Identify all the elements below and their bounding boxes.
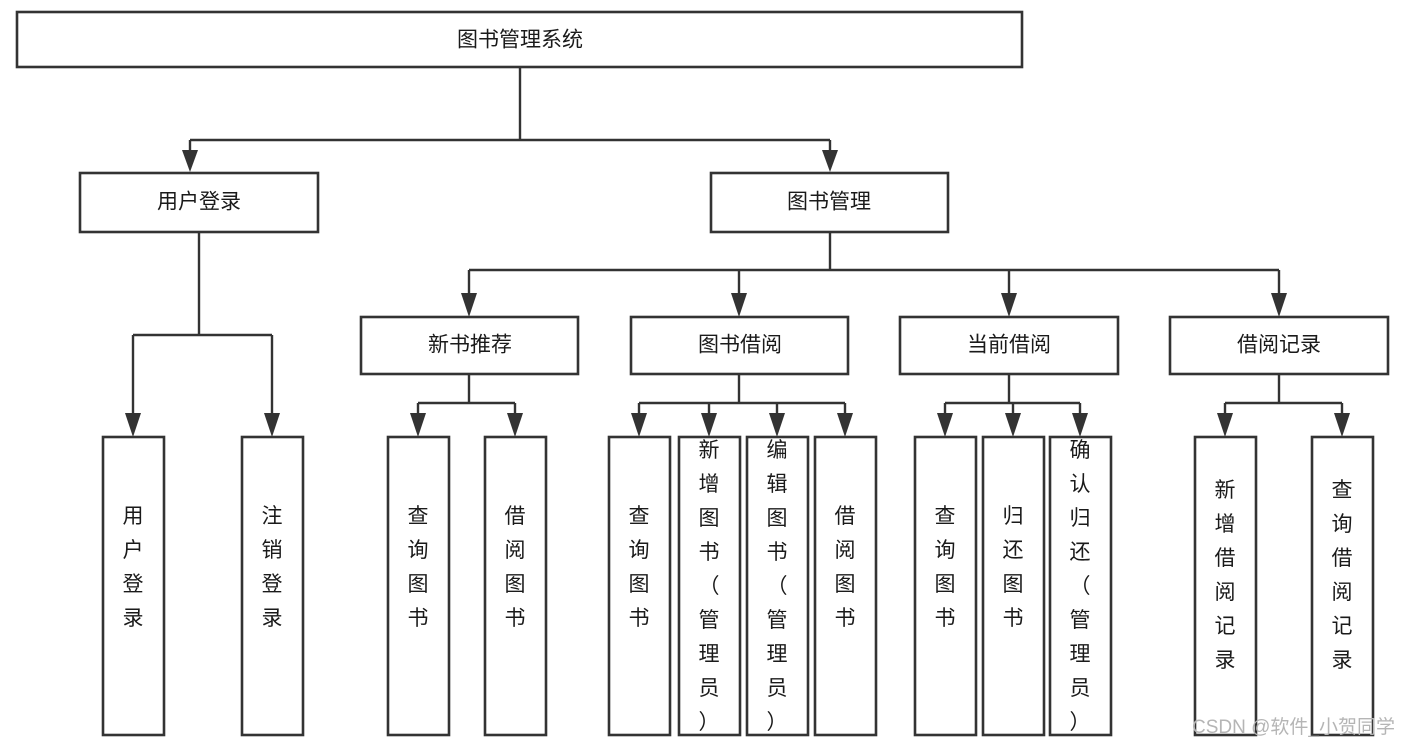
- leaf-recommend-borrow-book-box[interactable]: [483, 435, 548, 737]
- leaf-user-login-box[interactable]: [101, 435, 166, 737]
- leaf-borrow-query-book[interactable]: 查询图书: [607, 435, 672, 737]
- leaf-borrow-add-book-box[interactable]: [677, 435, 742, 737]
- leaf-borrow-edit-book-box[interactable]: [745, 435, 810, 737]
- node-current-borrow-box[interactable]: [898, 315, 1120, 376]
- leaf-current-return-book-box[interactable]: [981, 435, 1046, 737]
- arrow-to-leaf-logout: [264, 413, 280, 437]
- arrow-to-borrow-record: [1271, 293, 1287, 317]
- leaf-current-confirm-return[interactable]: 确认归还（管理员）: [1048, 435, 1113, 737]
- node-book-management[interactable]: 图书管理: [709, 171, 950, 234]
- leaf-current-return-book[interactable]: 归还图书: [981, 435, 1046, 737]
- arrow-to-new-book-recommend: [461, 293, 477, 317]
- arrow-to-book-borrow: [731, 293, 747, 317]
- node-book-borrow[interactable]: 图书借阅: [629, 315, 850, 376]
- node-new-book-recommend-box[interactable]: [359, 315, 580, 376]
- arrow-to-leaf-query-book-current: [937, 413, 953, 437]
- arrow-to-leaf-edit-book: [769, 413, 785, 437]
- leaf-borrow-borrow-book[interactable]: 借阅图书: [813, 435, 878, 737]
- leaf-user-login[interactable]: 用户登录: [101, 435, 166, 737]
- leaf-record-query-box[interactable]: [1310, 435, 1375, 737]
- arrow-to-leaf-query-book-borrow: [631, 413, 647, 437]
- leaf-recommend-borrow-book[interactable]: 借阅图书: [483, 435, 548, 737]
- arrow-to-leaf-user-login: [125, 413, 141, 437]
- leaf-borrow-query-book-label: 查询图书: [629, 505, 650, 630]
- node-book-management-box[interactable]: [709, 171, 950, 234]
- node-root-system-box[interactable]: [15, 10, 1024, 69]
- leaf-record-add-box[interactable]: [1193, 435, 1258, 737]
- node-borrow-record-box[interactable]: [1168, 315, 1390, 376]
- leaf-recommend-query-book-box[interactable]: [386, 435, 451, 737]
- arrow-root-to-book-mgmt: [822, 150, 838, 172]
- arrow-to-current-borrow: [1001, 293, 1017, 317]
- node-book-management-label: 图书管理: [787, 191, 871, 214]
- arrow-to-leaf-query-record: [1334, 413, 1350, 437]
- arrow-to-leaf-query-book-recommend: [410, 413, 426, 437]
- node-user-login-box[interactable]: [78, 171, 320, 234]
- node-borrow-record[interactable]: 借阅记录: [1168, 315, 1390, 376]
- arrow-to-leaf-return-book: [1005, 413, 1021, 437]
- node-book-borrow-box[interactable]: [629, 315, 850, 376]
- node-user-login-label: 用户登录: [157, 191, 241, 214]
- leaf-record-add-label: 新增借阅记录: [1215, 479, 1236, 672]
- connector-layer: [125, 67, 1350, 437]
- leaf-recommend-query-book[interactable]: 查询图书: [386, 435, 451, 737]
- leaf-current-query-book[interactable]: 查询图书: [913, 435, 978, 737]
- arrow-to-leaf-borrow-book-recommend: [507, 413, 523, 437]
- node-book-borrow-label: 图书借阅: [698, 334, 782, 357]
- arrow-to-leaf-borrow-book: [837, 413, 853, 437]
- leaf-logout-label: 注销登录: [262, 505, 283, 630]
- leaf-borrow-edit-book[interactable]: 编辑图书（管理员）: [745, 435, 810, 737]
- leaf-borrow-add-book-label: 新增图书（管理员）: [699, 439, 720, 734]
- arrow-to-leaf-confirm-return: [1072, 413, 1088, 437]
- node-new-book-recommend-label: 新书推荐: [428, 334, 512, 357]
- watermark-label: CSDN @软件_小贺同学: [1192, 716, 1395, 738]
- leaf-recommend-query-book-label: 查询图书: [408, 505, 429, 630]
- node-new-book-recommend[interactable]: 新书推荐: [359, 315, 580, 376]
- leaf-current-confirm-return-label: 确认归还（管理员）: [1070, 439, 1091, 734]
- leaf-current-query-book-box[interactable]: [913, 435, 978, 737]
- leaf-recommend-borrow-book-label: 借阅图书: [505, 505, 526, 630]
- leaf-borrow-add-book[interactable]: 新增图书（管理员）: [677, 435, 742, 737]
- leaf-current-return-book-label: 归还图书: [1003, 505, 1024, 630]
- node-root-system-label: 图书管理系统: [457, 29, 583, 52]
- node-user-login[interactable]: 用户登录: [78, 171, 320, 234]
- leaf-logout[interactable]: 注销登录: [240, 435, 305, 737]
- leaf-user-login-label: 用户登录: [123, 505, 144, 630]
- node-root-system[interactable]: 图书管理系统: [15, 10, 1024, 69]
- node-current-borrow[interactable]: 当前借阅: [898, 315, 1120, 376]
- arrow-to-leaf-add-record: [1217, 413, 1233, 437]
- leaf-record-query-label: 查询借阅记录: [1332, 479, 1353, 672]
- leaf-borrow-query-book-box[interactable]: [607, 435, 672, 737]
- leaf-current-query-book-label: 查询图书: [935, 505, 956, 630]
- arrow-to-leaf-add-book: [701, 413, 717, 437]
- node-current-borrow-label: 当前借阅: [967, 334, 1051, 357]
- leaf-borrow-borrow-book-box[interactable]: [813, 435, 878, 737]
- leaf-record-query[interactable]: 查询借阅记录: [1310, 435, 1375, 737]
- leaf-borrow-borrow-book-label: 借阅图书: [835, 505, 856, 630]
- leaf-current-confirm-return-box[interactable]: [1048, 435, 1113, 737]
- leaf-borrow-edit-book-label: 编辑图书（管理员）: [767, 439, 788, 734]
- arrow-root-to-user-login: [182, 150, 198, 172]
- node-borrow-record-label: 借阅记录: [1237, 334, 1321, 357]
- leaf-record-add[interactable]: 新增借阅记录: [1193, 435, 1258, 737]
- leaf-logout-box[interactable]: [240, 435, 305, 737]
